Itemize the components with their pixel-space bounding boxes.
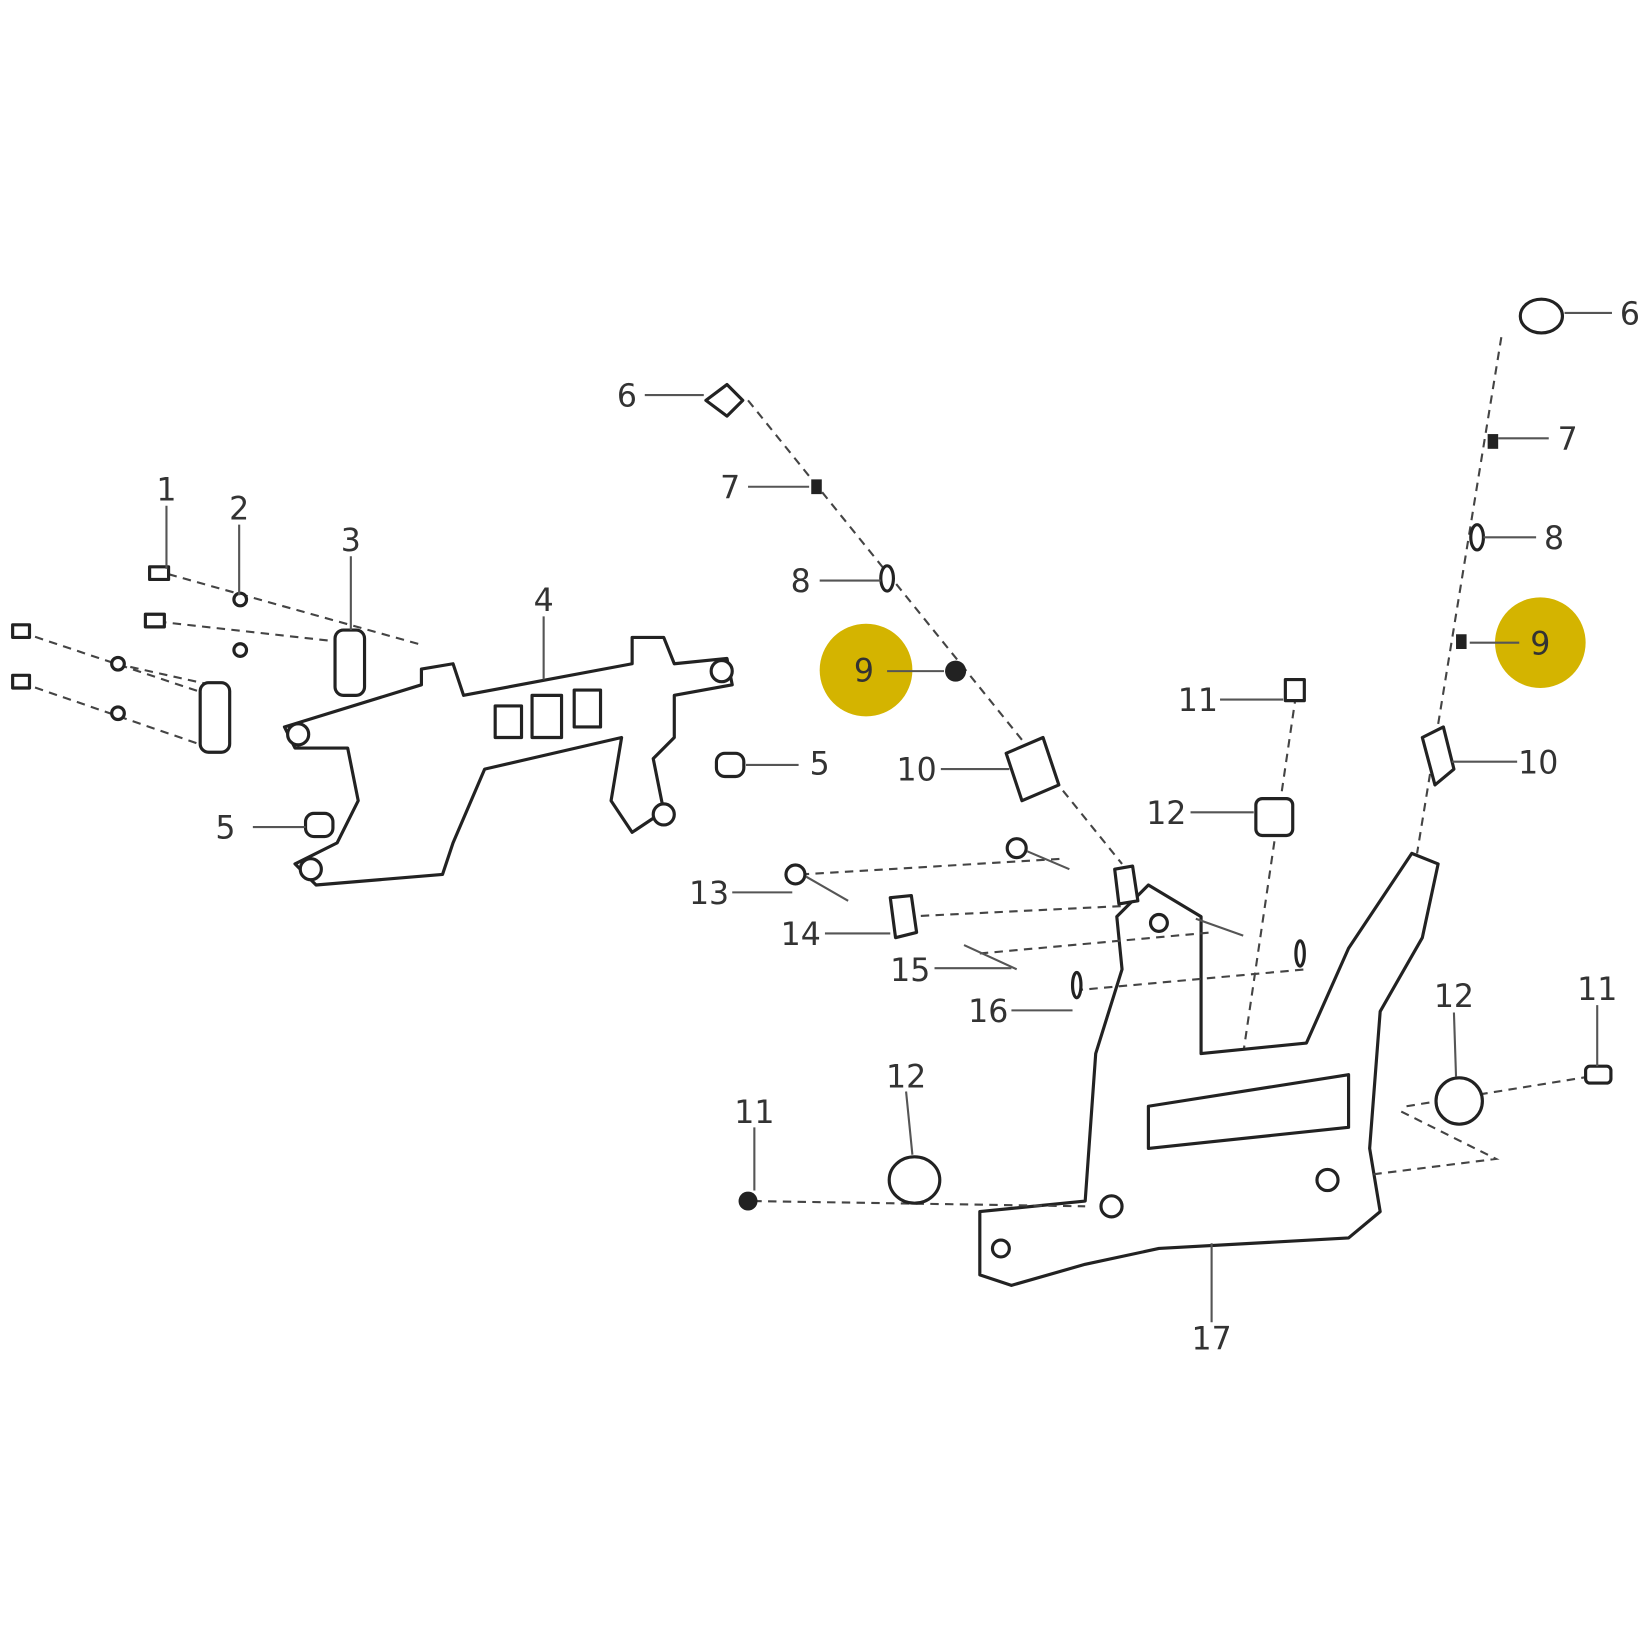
bolts-and-plates-left xyxy=(11,565,746,839)
callout-11-lower-left[interactable]: 11 xyxy=(734,1095,774,1131)
callout-8[interactable]: 8 xyxy=(791,564,811,600)
callout-6[interactable]: 6 xyxy=(617,379,637,415)
callout-7-right[interactable]: 7 xyxy=(1558,422,1578,458)
highlight-callout-9-right[interactable] xyxy=(1495,597,1586,688)
callout-7[interactable]: 7 xyxy=(720,470,740,506)
fastener-stack-middle xyxy=(704,382,1306,838)
callout-5-left[interactable]: 5 xyxy=(215,811,235,847)
callout-12-right[interactable]: 12 xyxy=(1434,979,1474,1015)
callout-10[interactable]: 10 xyxy=(897,753,937,789)
callout-14[interactable]: 14 xyxy=(781,917,821,953)
callout-4[interactable]: 4 xyxy=(534,583,554,619)
callout-9-right-highlighted[interactable]: 9 xyxy=(1530,626,1550,662)
callout-5-right[interactable]: 5 xyxy=(810,746,830,782)
callout-11-right[interactable]: 11 xyxy=(1577,972,1617,1008)
callout-11-upper[interactable]: 11 xyxy=(1178,683,1218,719)
callout-8-right[interactable]: 8 xyxy=(1544,521,1564,557)
callout-12-upper[interactable]: 12 xyxy=(1146,796,1186,832)
callout-2[interactable]: 2 xyxy=(229,491,249,527)
callout-16[interactable]: 16 xyxy=(968,994,1008,1030)
callout-9-highlighted[interactable]: 9 xyxy=(854,654,874,690)
highlight-callout-9-left[interactable] xyxy=(819,623,913,717)
callout-13[interactable]: 13 xyxy=(689,876,729,912)
callout-17[interactable]: 17 xyxy=(1192,1322,1232,1358)
callout-3[interactable]: 3 xyxy=(341,523,361,559)
callout-10-right[interactable]: 10 xyxy=(1518,745,1558,781)
crossmember-bracket-part-4 xyxy=(282,635,734,887)
callout-1[interactable]: 1 xyxy=(156,472,176,508)
bushings-and-bolts-lower xyxy=(738,1064,1613,1211)
fastener-stack-right xyxy=(1420,297,1565,787)
callout-12-lower-left[interactable]: 12 xyxy=(886,1059,926,1095)
subframe-part-17 xyxy=(978,851,1440,1287)
callout-6-right[interactable]: 6 xyxy=(1620,297,1640,333)
bolts-parts-13-16 xyxy=(784,837,1307,1000)
callout-15[interactable]: 15 xyxy=(890,953,930,989)
